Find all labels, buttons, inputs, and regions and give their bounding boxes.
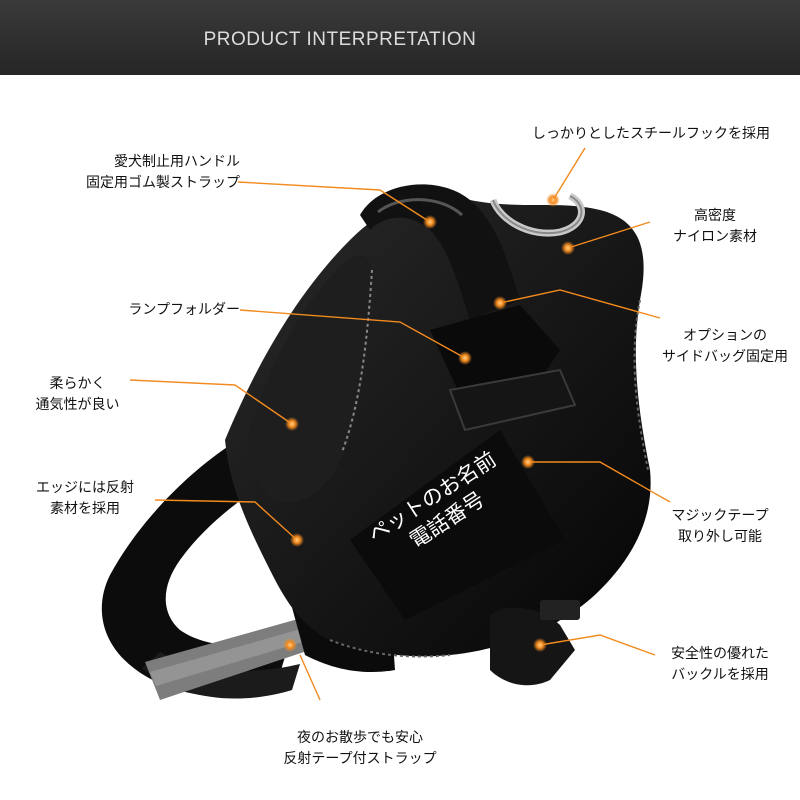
callout-buckle-line2: バックルを採用 <box>671 667 769 683</box>
callout-lines <box>129 147 671 701</box>
callout-steel-hook-line1: しっかりとしたスチールフックを採用 <box>532 126 770 142</box>
callout-night-walk: 夜のお散歩でも安心 反射テープ付ストラップ <box>260 728 460 770</box>
callout-night-walk-line2: 反射テープ付ストラップ <box>283 751 437 767</box>
buckle <box>490 607 575 686</box>
callout-lamp: ランプフォルダー <box>80 300 240 321</box>
top-handle <box>360 184 520 320</box>
callout-buckle-line1: 安全性の優れた <box>671 646 769 662</box>
callout-side-bag-line1: オプションの <box>683 328 767 344</box>
callout-nylon: 高密度 ナイロン素材 <box>660 206 770 248</box>
callout-handle: 愛犬制止用ハンドル 固定用ゴム製ストラップ <box>50 152 240 194</box>
callout-dots <box>283 193 575 652</box>
callout-velcro: マジックテープ 取り外し可能 <box>655 506 785 548</box>
page-title: PRODUCT INTERPRETATION <box>203 29 477 50</box>
callout-nylon-line1: 高密度 <box>694 208 736 224</box>
lamp-holder <box>430 305 560 395</box>
callout-buckle: 安全性の優れた バックルを採用 <box>650 644 790 686</box>
callout-steel-hook: しっかりとしたスチールフックを採用 <box>532 124 782 145</box>
callout-night-walk-line1: 夜のお散歩でも安心 <box>297 730 423 746</box>
callout-reflective-edge: エッジには反射 素材を採用 <box>15 478 155 520</box>
callout-handle-line2: 固定用ゴム製ストラップ <box>86 175 240 191</box>
callout-velcro-line2: 取り外し可能 <box>678 529 762 545</box>
callout-side-bag: オプションの サイドバッグ固定用 <box>650 326 800 368</box>
callout-handle-line1: 愛犬制止用ハンドル <box>114 154 240 170</box>
callout-reflective-edge-line1: エッジには反射 <box>36 480 134 496</box>
callout-breathable: 柔らかく 通気性が良い <box>20 374 135 416</box>
callout-breathable-line2: 通気性が良い <box>35 397 120 413</box>
header-band <box>0 0 800 75</box>
callout-lamp-line1: ランプフォルダー <box>128 302 240 318</box>
callout-side-bag-line2: サイドバッグ固定用 <box>662 349 788 365</box>
callout-velcro-line1: マジックテープ <box>671 508 769 524</box>
name-patch <box>350 430 565 620</box>
callout-reflective-edge-line2: 素材を採用 <box>50 501 120 517</box>
callout-nylon-line2: ナイロン素材 <box>673 229 757 245</box>
callout-breathable-line1: 柔らかく <box>49 376 106 392</box>
